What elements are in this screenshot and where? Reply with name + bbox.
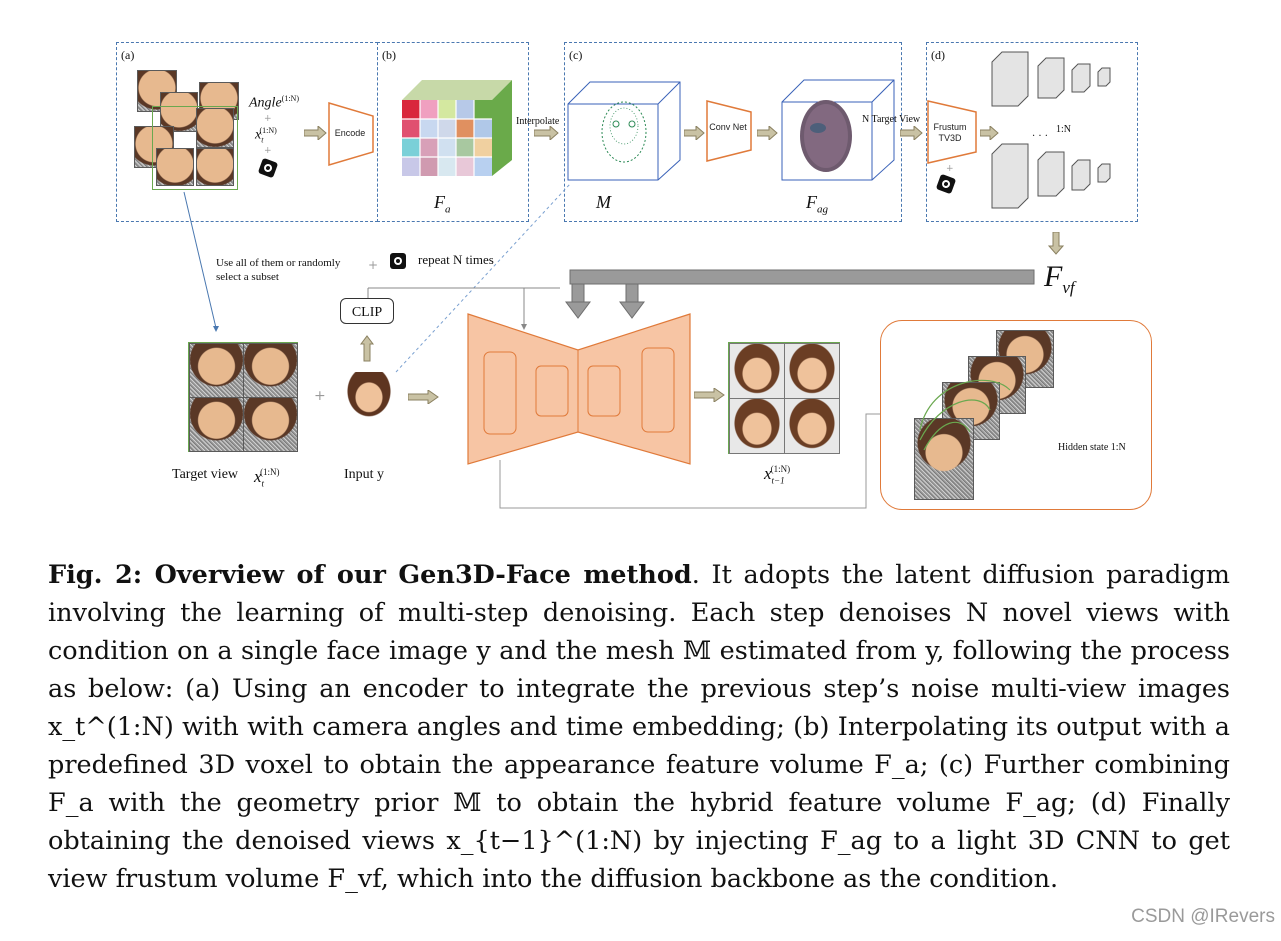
arrow-interpolate <box>534 126 559 140</box>
repeat-label: repeat N times <box>418 252 494 267</box>
interpolate-label: Interpolate <box>516 116 560 127</box>
arrow-to-convnet <box>684 126 705 140</box>
angle-label: Angle(1:N) <box>249 94 299 111</box>
n-target-view-label: N Target View <box>862 114 921 125</box>
panel-d-tag: (d) <box>931 48 945 62</box>
target-view-grid <box>188 342 298 452</box>
panel-c-tag: (c) <box>569 48 583 62</box>
caption-body: . It adopts the latent diffusion paradig… <box>48 560 1230 894</box>
hybrid-head-cube <box>781 79 895 181</box>
arrow-to-encode <box>304 126 327 140</box>
fag-label: Fag <box>806 192 828 216</box>
convnet-block <box>706 100 752 162</box>
ratio-label: 1:N <box>1056 124 1071 135</box>
appearance-voxel-cube <box>402 80 512 176</box>
panel-d <box>926 42 1138 222</box>
hidden-state-label: Hidden state 1:N <box>1058 442 1126 453</box>
camera-icon-repeat <box>390 253 406 269</box>
arrow-to-unet <box>408 390 439 404</box>
fvf-label: Fvf <box>1044 260 1075 297</box>
input-y-label: Input y <box>344 467 385 482</box>
panel-b-tag: (b) <box>382 48 396 62</box>
figure-caption: Fig. 2: Overview of our Gen3D-Face metho… <box>48 556 1230 898</box>
hidden-state-links <box>919 379 1011 451</box>
svg-text:. . .: . . . <box>1032 128 1048 139</box>
encode-block <box>328 102 374 166</box>
clip-box: CLIP <box>340 298 394 324</box>
unet-backbone <box>467 313 691 465</box>
frustum-label: Frustum TV3D <box>933 122 967 143</box>
clip-label: CLIP <box>351 305 383 320</box>
caption-title: Fig. 2: Overview of our Gen3D-Face metho… <box>48 560 692 590</box>
mesh-cube <box>567 81 681 181</box>
use-all-label: Use all of them or randomly select a sub… <box>216 257 341 283</box>
arrow-to-head <box>757 126 778 140</box>
watermark: CSDN @IRevers <box>1131 906 1275 927</box>
m-label: M <box>596 192 611 212</box>
output-x-label: xt−1(1:N) <box>764 464 791 486</box>
connector-lines <box>183 183 880 509</box>
panel-a-tag: (a) <box>121 48 135 62</box>
arrow-to-output <box>694 388 725 402</box>
panel-b <box>377 42 529 222</box>
encode-label: Encode <box>334 128 366 138</box>
frustum-block <box>927 100 977 164</box>
hidden-state-box <box>880 320 1152 510</box>
fvf-condition-arrow <box>565 269 1035 319</box>
arrow-to-frustum <box>900 126 923 140</box>
input-face-image <box>346 372 392 418</box>
fa-label: Fa <box>434 192 451 216</box>
arrow-down-fvf <box>1048 232 1064 255</box>
3d-cnn-volumes: . . . <box>991 51 1111 209</box>
xt-label: xt(1:N) <box>255 126 277 145</box>
target-x-label: xt(1:N) <box>254 467 280 489</box>
denoised-output-grid <box>728 342 840 454</box>
convnet-label: Conv Net <box>709 122 747 132</box>
target-view-label: Target view <box>172 467 239 482</box>
arrow-up-clip <box>360 335 374 362</box>
